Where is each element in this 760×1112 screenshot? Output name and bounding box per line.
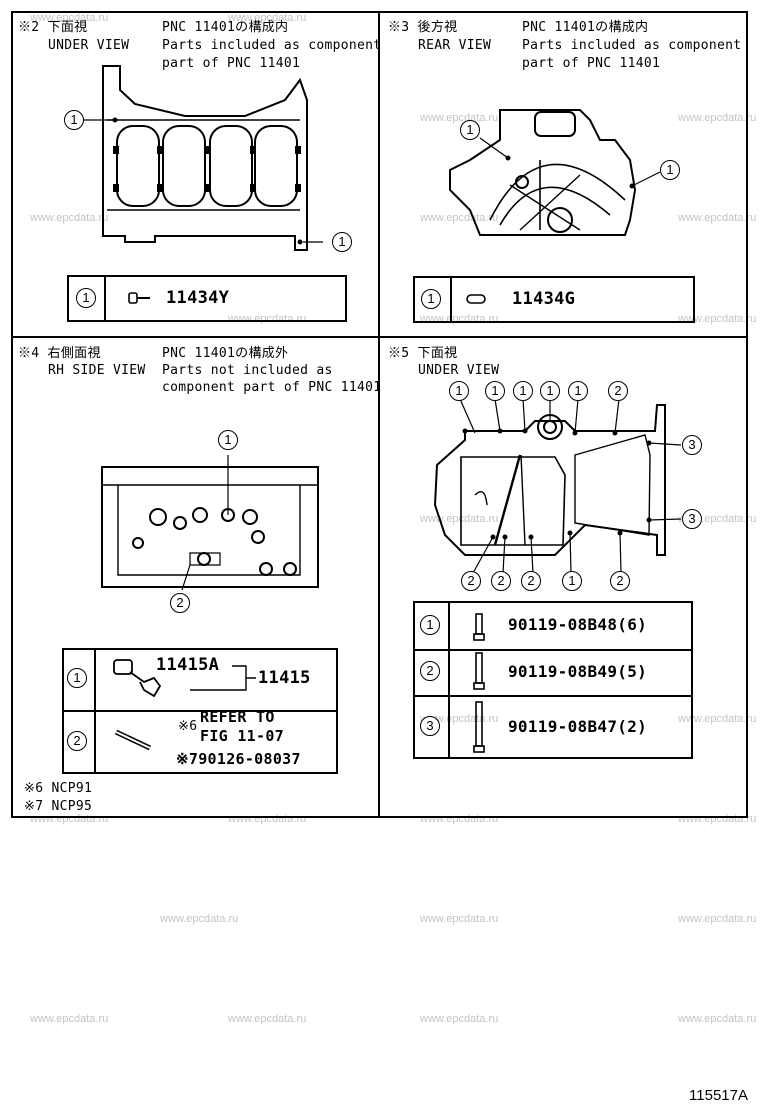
callout-1: 1 [568, 381, 588, 401]
panel4-desc2: component part of PNC 11401 [162, 380, 382, 395]
plug-part-icon [128, 292, 150, 304]
watermark: www.epcdata.ru [30, 12, 109, 24]
panel3-pnc: PNC 11401の構成内 [522, 20, 649, 35]
callout-2: 2 [461, 571, 481, 591]
stud-bolt-part-icon [114, 729, 152, 751]
callout-3: 3 [682, 435, 702, 455]
part-number: 11434Y [166, 288, 230, 308]
watermark: www.epcdata.ru [678, 112, 757, 124]
table-row-index: 1 [76, 288, 96, 308]
panel3-tag: ※3 後方視 [388, 20, 458, 35]
bolt-bracket-part-icon [113, 659, 162, 698]
panel4-tag: ※4 右側面視 [18, 346, 101, 361]
panel2-desc1: Parts included as component [162, 38, 382, 53]
note-ncp95: ※7 NCP95 [24, 799, 93, 814]
callout-1: 1 [660, 160, 680, 180]
panel2-tag: ※2 下面視 [18, 20, 88, 35]
table-row-index: 2 [67, 731, 87, 751]
panel2-desc2: part of PNC 11401 [162, 56, 301, 71]
table-row-index: 3 [420, 716, 440, 736]
part-number-sub: 11415A [156, 655, 220, 675]
part-number: 11434G [512, 289, 576, 309]
panel5-view: UNDER VIEW [418, 363, 500, 378]
callout-2: 2 [170, 593, 190, 613]
pin-part-icon [466, 294, 486, 304]
panel3-desc2: part of PNC 11401 [522, 56, 661, 71]
watermark: www.epcdata.ru [678, 212, 757, 224]
panel2-pnc: PNC 11401の構成内 [162, 20, 289, 35]
panel5-tag: ※5 下面視 [388, 346, 458, 361]
panel4-view: RH SIDE VIEW [48, 363, 146, 378]
panel3-desc1: Parts included as component [522, 38, 742, 53]
engine-block-rh-side-drawing [101, 455, 319, 591]
panel3-view: REAR VIEW [418, 38, 492, 53]
alt-part-number: ※790126-08037 [176, 750, 301, 768]
watermark: www.epcdata.ru [420, 212, 499, 224]
watermark: www.epcdata.ru [160, 913, 239, 925]
callout-2: 2 [608, 381, 628, 401]
callout-1: 1 [485, 381, 505, 401]
table-row-index: 2 [420, 661, 440, 681]
watermark: www.epcdata.ru [30, 212, 109, 224]
watermark: www.epcdata.ru [228, 12, 307, 24]
bolt-short-part-icon [473, 613, 485, 641]
callout-1: 1 [513, 381, 533, 401]
table-row-index: 1 [421, 289, 441, 309]
panel5-parts-table [413, 601, 693, 759]
part-number: 90119-08B48(6) [508, 615, 648, 634]
table-row-index: 1 [420, 615, 440, 635]
table-row-index: 1 [67, 668, 87, 688]
panel4-parts-table [62, 648, 338, 774]
callout-2: 2 [610, 571, 630, 591]
part-number: 90119-08B47(2) [508, 717, 648, 736]
watermark: www.epcdata.ru [678, 1013, 757, 1025]
leader-bracket [190, 665, 256, 691]
watermark: www.epcdata.ru [420, 713, 499, 725]
watermark: www.epcdata.ru [228, 313, 307, 325]
watermark: www.epcdata.ru [420, 913, 499, 925]
callout-1: 1 [64, 110, 84, 130]
callout-1: 1 [332, 232, 352, 252]
part-number: 90119-08B49(5) [508, 662, 648, 681]
watermark: www.epcdata.ru [678, 713, 757, 725]
panel3-parts-table [413, 276, 695, 323]
panel4-pnc: PNC 11401の構成外 [162, 346, 289, 361]
oil-pan-under-view-drawing [433, 398, 682, 574]
callout-3: 3 [682, 509, 702, 529]
panel-divider-horizontal [11, 336, 748, 338]
callout-2: 2 [521, 571, 541, 591]
watermark: www.epcdata.ru [420, 112, 499, 124]
part-number: 11415 [258, 668, 311, 688]
panel-divider-vertical [378, 11, 380, 818]
callout-1: 1 [562, 571, 582, 591]
ref-note-mark: ※6 [178, 719, 198, 734]
watermark: www.epcdata.ru [228, 1013, 307, 1025]
refer-fig-text: FIG 11-07 [200, 727, 284, 745]
watermark: www.epcdata.ru [420, 1013, 499, 1025]
callout-2: 2 [491, 571, 511, 591]
engine-block-rear-view-drawing [449, 109, 661, 236]
callout-1: 1 [460, 120, 480, 140]
watermark: www.epcdata.ru [30, 1013, 109, 1025]
panel2-view: UNDER VIEW [48, 38, 130, 53]
note-ncp91: ※6 NCP91 [24, 781, 93, 796]
engine-block-under-view-drawing [83, 65, 323, 251]
bolt-long-part-icon [473, 701, 485, 753]
panel2-parts-table [67, 275, 347, 322]
watermark: www.epcdata.ru [678, 913, 757, 925]
watermark: www.epcdata.ru [678, 313, 757, 325]
bolt-medium-part-icon [473, 652, 485, 690]
callout-1: 1 [449, 381, 469, 401]
panel4-desc1: Parts not included as [162, 363, 333, 378]
callout-1: 1 [540, 381, 560, 401]
refer-to-text: REFER TO [200, 708, 275, 726]
callout-1: 1 [218, 430, 238, 450]
figure-number: 115517A [689, 1087, 748, 1104]
